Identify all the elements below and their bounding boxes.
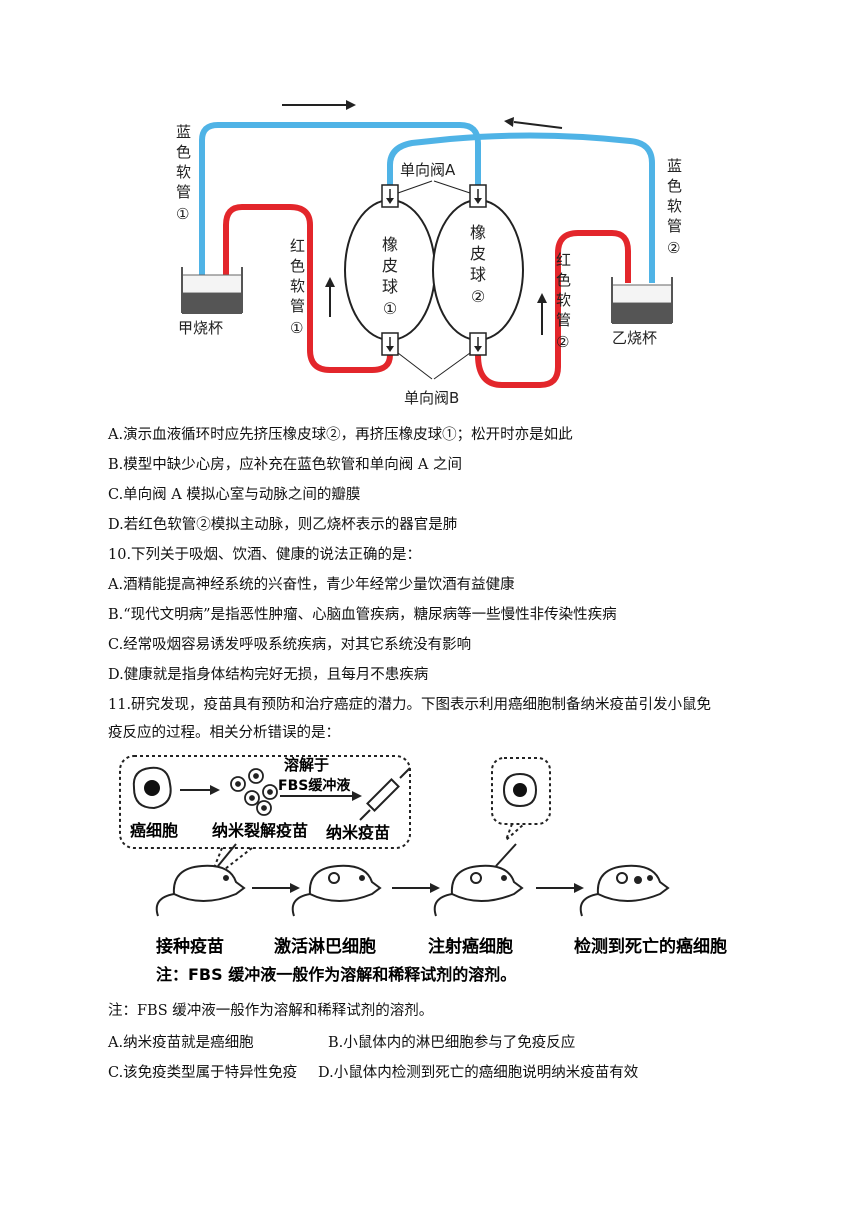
beaker-jia-label: 甲烧杯 bbox=[178, 319, 223, 337]
beaker-yi bbox=[611, 277, 673, 324]
nano-vaccine-label: 纳米疫苗 bbox=[326, 823, 390, 842]
svg-text:橡: 橡 bbox=[470, 223, 486, 242]
svg-text:红: 红 bbox=[290, 237, 305, 255]
arrow-icon-step3 bbox=[536, 883, 584, 893]
svg-text:球: 球 bbox=[382, 277, 398, 296]
mouse-icon-3 bbox=[433, 843, 524, 917]
figure-note: 注：FBS 缓冲液一般作为溶解和稀释试剂的溶剂。 bbox=[156, 965, 516, 984]
svg-text:蓝: 蓝 bbox=[176, 123, 191, 141]
flow-arrow-left bbox=[504, 117, 563, 129]
arrow-icon-step2 bbox=[392, 883, 440, 893]
nano-particles-icon bbox=[230, 768, 278, 816]
q9-option-b: B.模型中缺少心房，应补充在蓝色软管和单向阀 A 之间 bbox=[108, 457, 462, 473]
step-label-1: 接种疫苗 bbox=[156, 936, 224, 957]
valve-a-2 bbox=[469, 184, 487, 208]
valve-b-2 bbox=[469, 332, 487, 356]
arrow-icon-step1 bbox=[252, 883, 300, 893]
q11-stem-line1: 11.研究发现，疫苗具有预防和治疗癌症的潜力。下图表示利用癌细胞制备纳米疫苗引发… bbox=[108, 697, 712, 713]
svg-text:色: 色 bbox=[290, 257, 305, 275]
vaccine-prep-bubble bbox=[119, 755, 411, 849]
rubber-bulb-2-label: 橡 皮 球 ② bbox=[470, 223, 486, 306]
rubber-bulb-1-label: 橡 皮 球 ① bbox=[382, 235, 398, 318]
blue-tube-2 bbox=[387, 132, 655, 283]
dissolve-label-2: FBS缓冲液 bbox=[278, 777, 351, 794]
q10-option-b: B.“现代文明病”是指恶性肿瘤、心脑血管疾病，糖尿病等一些慢性非传染性疾病 bbox=[108, 607, 617, 623]
nano-lysate-label: 纳米裂解疫苗 bbox=[212, 821, 308, 840]
svg-text:色: 色 bbox=[176, 143, 191, 161]
q10-option-c: C.经常吸烟容易诱发呼吸系统疾病，对其它系统没有影响 bbox=[108, 637, 472, 653]
q11-option-a: A.纳米疫苗就是癌细胞 bbox=[108, 1035, 254, 1051]
svg-text:管: 管 bbox=[176, 183, 191, 201]
valve-b-1 bbox=[381, 332, 399, 356]
svg-text:软: 软 bbox=[667, 197, 682, 215]
svg-text:①: ① bbox=[290, 319, 303, 337]
svg-text:球: 球 bbox=[470, 265, 486, 284]
q10-option-a: A.酒精能提高神经系统的兴奋性，青少年经常少量饮酒有益健康 bbox=[108, 577, 515, 593]
svg-text:皮: 皮 bbox=[470, 244, 486, 263]
svg-text:①: ① bbox=[176, 205, 189, 223]
svg-text:色: 色 bbox=[667, 177, 682, 195]
q10-option-d: D.健康就是指身体结构完好无损，且每月不患疾病 bbox=[108, 667, 429, 683]
valve-b-label: 单向阀B bbox=[404, 389, 459, 407]
beaker-jia bbox=[181, 267, 243, 314]
q11-option-b: B.小鼠体内的淋巴细胞参与了免疫反应 bbox=[328, 1035, 576, 1051]
q11-option-d: D.小鼠体内检测到死亡的癌细胞说明纳米疫苗有效 bbox=[318, 1065, 639, 1081]
svg-text:②: ② bbox=[556, 333, 569, 351]
svg-text:红: 红 bbox=[556, 251, 571, 269]
svg-text:软: 软 bbox=[556, 291, 571, 309]
svg-text:②: ② bbox=[471, 287, 485, 306]
svg-text:蓝: 蓝 bbox=[667, 157, 682, 175]
svg-text:软: 软 bbox=[176, 163, 191, 181]
step-label-3: 注射癌细胞 bbox=[428, 936, 513, 957]
svg-text:管: 管 bbox=[667, 217, 682, 235]
blue-tube-2-label: 蓝 色 软 管 ② bbox=[667, 157, 682, 257]
valve-a-label: 单向阀A bbox=[400, 161, 456, 179]
flow-arrow-right bbox=[282, 100, 356, 110]
beaker-yi-label: 乙烧杯 bbox=[612, 329, 657, 347]
red-tube-1-label: 红 色 软 管 ① bbox=[290, 237, 305, 337]
q11-note: 注：FBS 缓冲液一般作为溶解和稀释试剂的溶剂。 bbox=[108, 1003, 434, 1019]
cancer-cell-icon-2 bbox=[502, 772, 538, 808]
svg-text:皮: 皮 bbox=[382, 256, 398, 275]
syringe-icon bbox=[359, 767, 411, 821]
mouse-icon-4 bbox=[579, 864, 670, 917]
svg-text:①: ① bbox=[383, 299, 397, 318]
arrow-icon bbox=[180, 785, 220, 795]
q11-option-c: C.该免疫类型属于特异性免疫 bbox=[108, 1065, 298, 1081]
svg-text:橡: 橡 bbox=[382, 235, 398, 254]
cancer-cell-bubble bbox=[491, 757, 551, 825]
flow-arrow-up-left bbox=[325, 277, 335, 317]
dissolve-arrow-icon bbox=[280, 791, 362, 801]
q10-stem: 10.下列关于吸烟、饮酒、健康的说法正确的是： bbox=[108, 547, 422, 563]
red-tube-2 bbox=[475, 230, 631, 388]
mouse-icon-1 bbox=[155, 843, 246, 917]
valve-a-1 bbox=[381, 184, 399, 208]
red-tube-1 bbox=[223, 204, 393, 373]
svg-text:管: 管 bbox=[556, 311, 571, 329]
q9-option-c: C.单向阀 A 模拟心室与动脉之间的瓣膜 bbox=[108, 487, 361, 503]
red-tube-2-label: 红 色 软 管 ② bbox=[556, 251, 571, 351]
svg-text:②: ② bbox=[667, 239, 680, 257]
dissolve-label-1: 溶解于 bbox=[284, 756, 329, 774]
cancer-cell-label: 癌细胞 bbox=[130, 821, 178, 840]
vaccine-process-figure: 癌细胞 纳米裂解疫苗 溶解于 FBS缓冲液 纳米疫苗 bbox=[119, 755, 727, 984]
svg-text:软: 软 bbox=[290, 277, 305, 295]
blue-tube-1-label: 蓝 色 软 管 ① bbox=[176, 123, 191, 223]
q9-option-d: D.若红色软管②模拟主动脉，则乙烧杯表示的器官是肺 bbox=[108, 517, 458, 533]
step-label-4: 检测到死亡的癌细胞 bbox=[574, 936, 727, 957]
cancer-cell-icon bbox=[132, 766, 172, 810]
svg-text:管: 管 bbox=[290, 297, 305, 315]
flow-arrow-up-right bbox=[537, 293, 547, 335]
svg-text:色: 色 bbox=[556, 271, 571, 289]
q11-stem-line2: 疫反应的过程。相关分析错误的是： bbox=[108, 725, 340, 741]
mouse-icon-2 bbox=[291, 864, 382, 917]
step-label-2: 激活淋巴细胞 bbox=[274, 936, 376, 957]
q9-option-a: A.演示血液循环时应先挤压橡皮球②，再挤压橡皮球①；松开时亦是如此 bbox=[108, 427, 573, 443]
circulation-model-figure: 单向阀A 单向阀B 甲烧杯 乙烧杯 蓝 色 软 管 ① 蓝 色 软 管 ② 红 … bbox=[176, 100, 682, 407]
